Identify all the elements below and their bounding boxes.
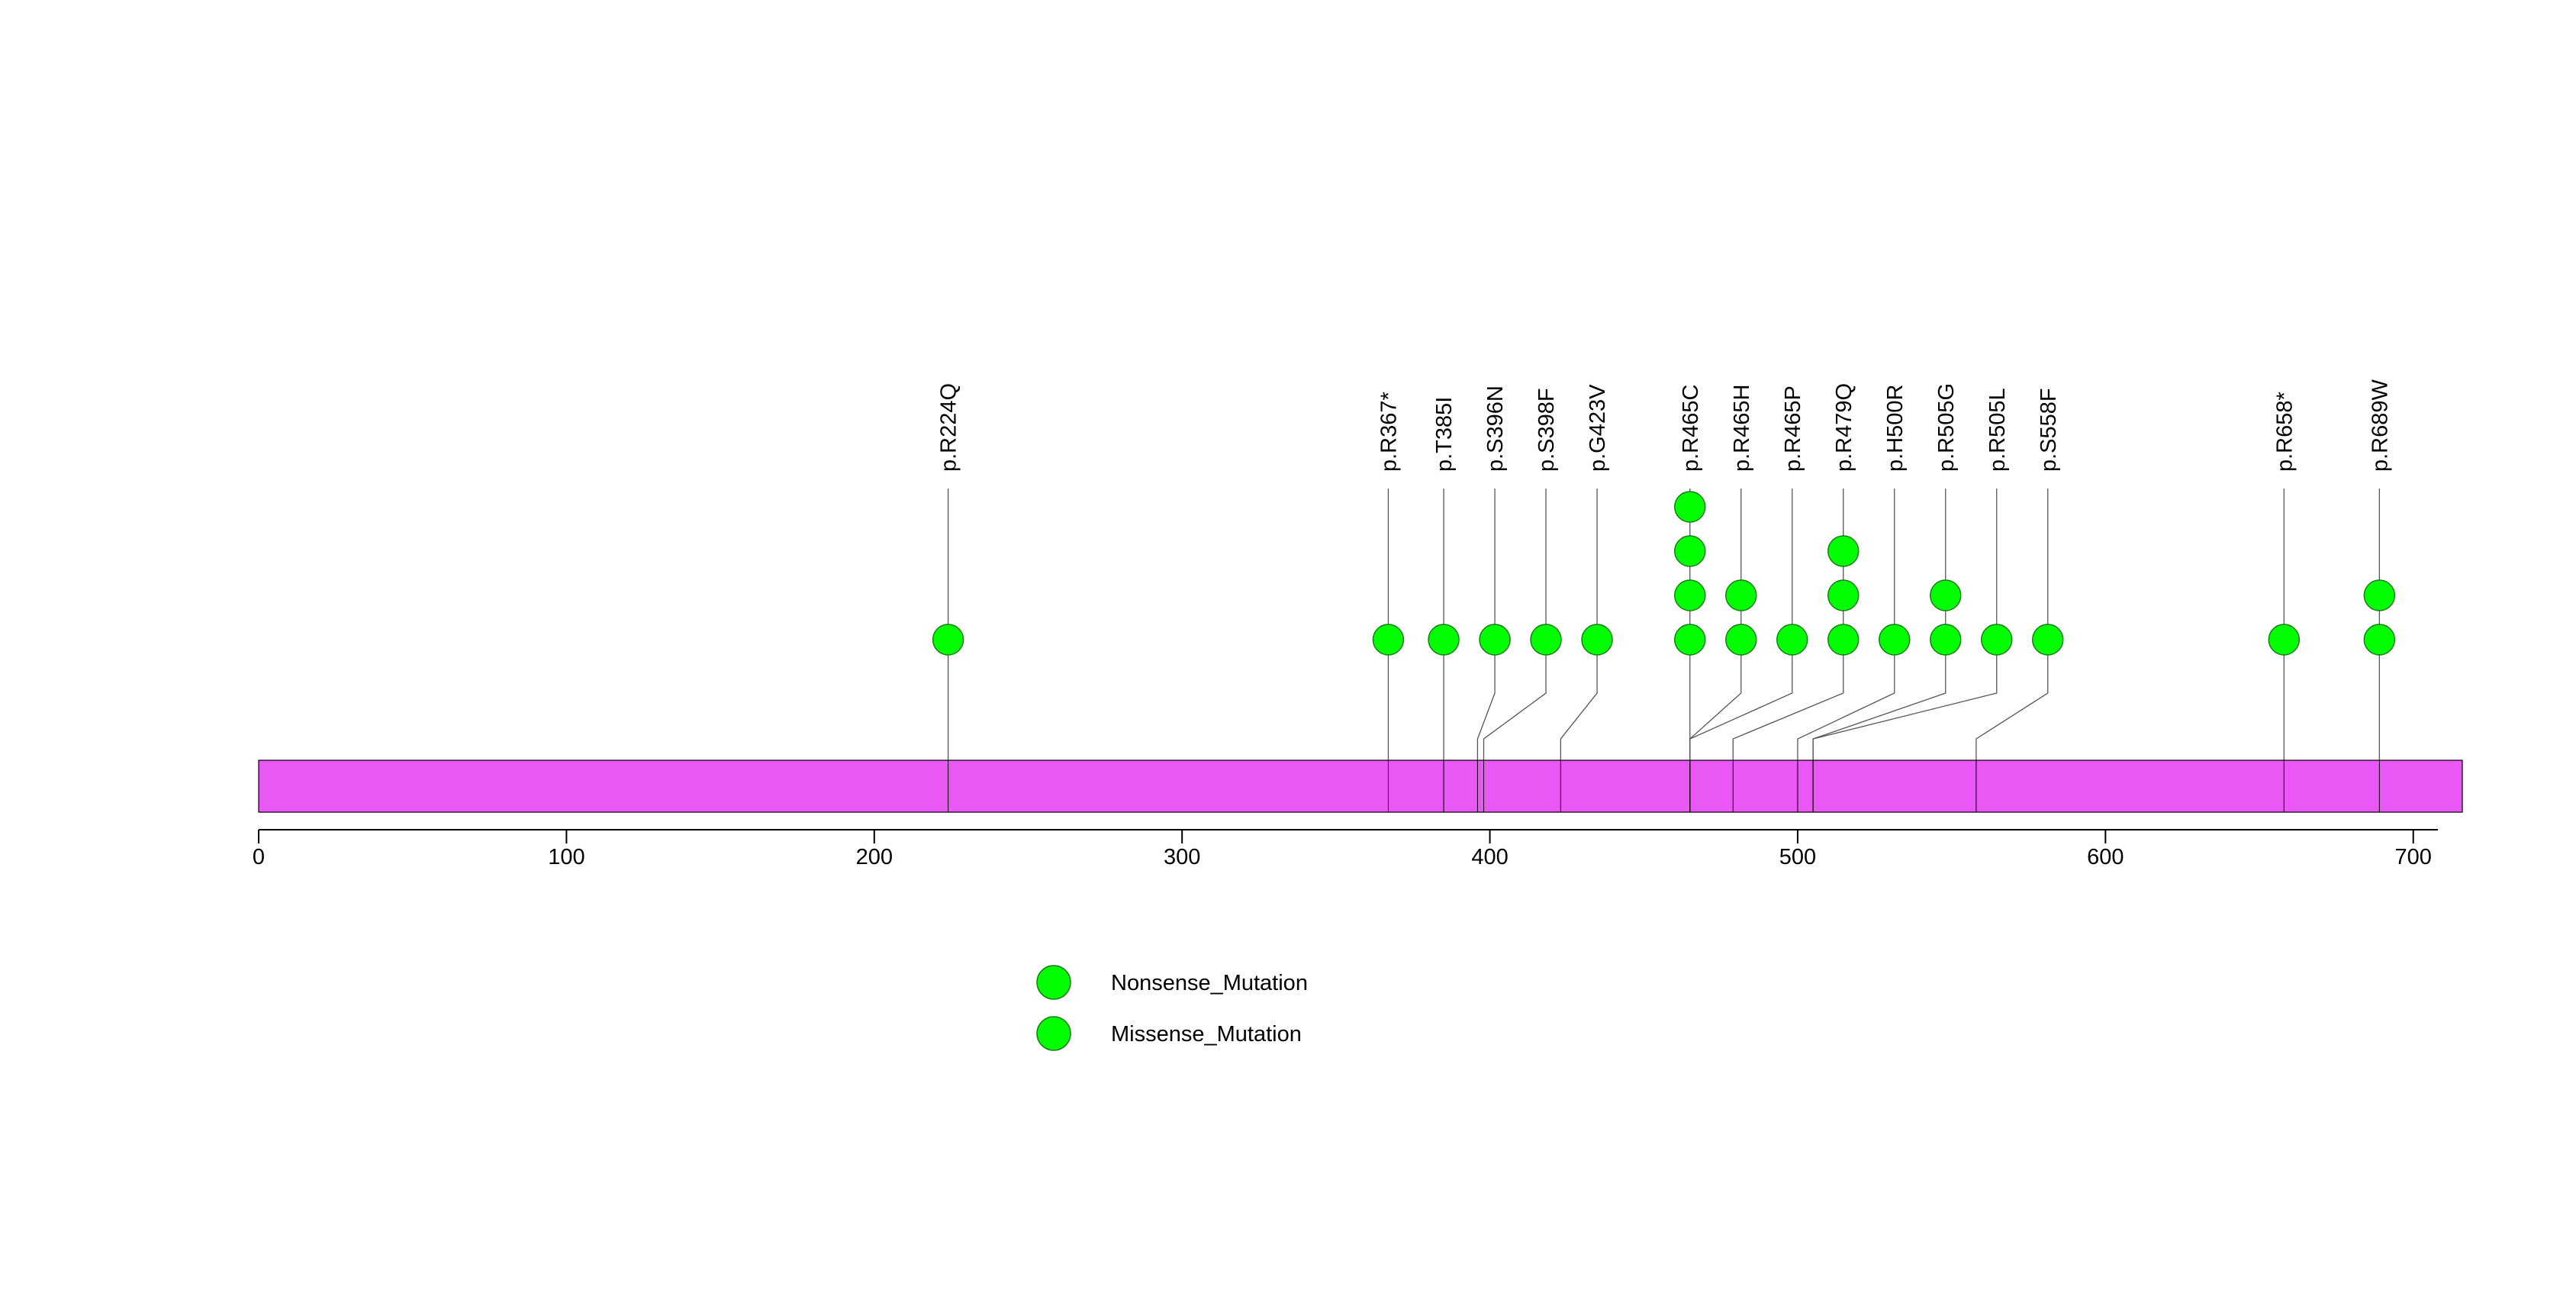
legend-marker-missense [1036, 1016, 1071, 1051]
mutation-point [1372, 624, 1405, 656]
protein-domain-bar [258, 759, 2463, 813]
mutation-label: p.H500R [1883, 385, 1908, 472]
mutation-label: p.S396N [1483, 385, 1508, 472]
mutation-labels: p.R224Q p.R367* p.T385I p.S396N p.S398F p.G42… [937, 379, 2393, 472]
mutation-point [1725, 579, 1757, 611]
x-tick-label: 300 [1164, 845, 1200, 869]
mutation-connector [1689, 640, 1793, 760]
mutation-label: p.R505G [1934, 383, 1959, 472]
mutation-point [1930, 624, 1962, 656]
mutation-label: p.R479Q [1832, 383, 1856, 472]
mutation-point [1827, 535, 1860, 567]
mutation-point [2032, 624, 2064, 656]
x-tick-label: 400 [1471, 845, 1508, 869]
x-tick-label: 200 [856, 845, 893, 869]
mutation-label: p.G423V [1586, 384, 1610, 472]
x-tick-label: 700 [2395, 845, 2432, 869]
legend-marker-nonsense [1036, 965, 1071, 1000]
mutation-label: p.S558F [2037, 388, 2061, 472]
mutation-point [2268, 624, 2301, 656]
x-axis: 0 100 200 300 400 500 600 700 [253, 830, 2432, 869]
mutation-connector [1483, 640, 1547, 760]
legend: Nonsense_Mutation Missense_Mutation [1036, 965, 1308, 1051]
mutation-point [1827, 624, 1860, 656]
mutation-point [1530, 624, 1562, 656]
mutation-point [1981, 624, 2013, 656]
mutation-point [1674, 491, 1706, 523]
x-tick-label: 500 [1779, 845, 1816, 869]
mutation-label: p.S398F [1534, 388, 1559, 472]
mutation-point [1776, 624, 1808, 656]
connector-lines [947, 640, 2381, 760]
mutation-label: p.R465H [1730, 385, 1754, 472]
mutation-point [1725, 624, 1757, 656]
mutation-label: p.R465P [1781, 385, 1805, 472]
x-tick-label: 600 [2087, 845, 2124, 869]
legend-label-nonsense: Nonsense_Mutation [1111, 971, 1308, 995]
mutation-point [1827, 579, 1860, 611]
mutation-point [2363, 624, 2396, 656]
mutation-label: p.R367* [1377, 392, 1401, 472]
mutation-label: p.R689W [2368, 379, 2392, 472]
mutation-label: p.R658* [2272, 392, 2297, 472]
mutation-connector [1732, 640, 1844, 760]
mutation-point [1581, 624, 1613, 656]
mutation-label: p.R224Q [937, 383, 961, 472]
mutation-connector [1812, 640, 1998, 760]
mutation-point [1479, 624, 1511, 656]
mutation-label: p.R505L [1985, 388, 2010, 472]
mutation-connector [1797, 640, 1895, 760]
x-tick-label: 0 [253, 845, 265, 869]
mutation-point [1930, 579, 1962, 611]
mutation-point [1674, 535, 1706, 567]
mutation-connector [1975, 640, 2049, 760]
mutation-point [1674, 579, 1706, 611]
mutation-point [2363, 579, 2396, 611]
mutation-points [932, 491, 2396, 656]
x-tick-label: 100 [548, 845, 584, 869]
legend-label-missense: Missense_Mutation [1111, 1022, 1302, 1047]
mutation-connector [1476, 640, 1496, 760]
mutation-label: p.R465C [1679, 385, 1703, 472]
mutation-label: p.T385I [1432, 397, 1457, 472]
mutation-connector [1560, 640, 1598, 760]
mutation-point [1428, 624, 1460, 656]
protein-position-marks [948, 760, 2380, 812]
mutation-point [1879, 624, 1911, 656]
mutation-point [932, 624, 964, 656]
mutation-point [1674, 624, 1706, 656]
